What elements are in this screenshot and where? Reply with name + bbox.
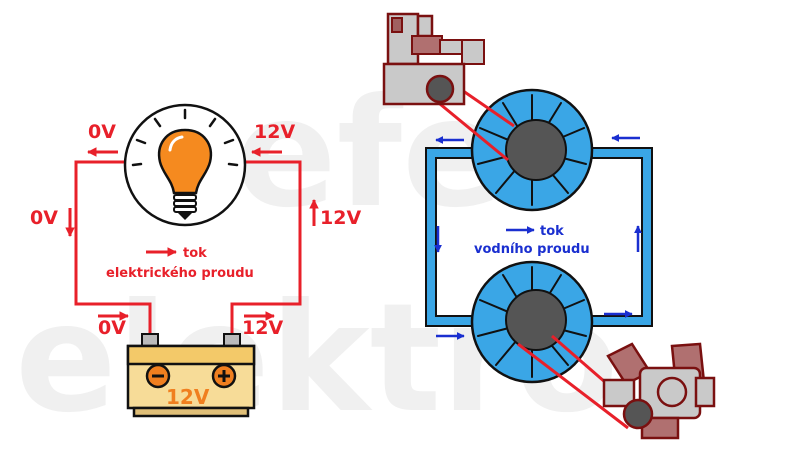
label-top-right-voltage: 12V — [254, 121, 295, 143]
battery-icon: 12V — [126, 333, 256, 418]
lower-turbine-icon — [470, 260, 594, 384]
electric-flow-label-line-2: elektrického proudu — [106, 266, 254, 281]
label-bottom-right-voltage: 12V — [242, 317, 283, 339]
water-circuit: tok vodního proudu — [382, 12, 716, 440]
electric-circuit: 0V 12V 0V 12V 0V 12V tok elektrického pr… — [30, 103, 361, 418]
label-bottom-left-voltage: 0V — [98, 317, 126, 339]
label-top-left-voltage: 0V — [88, 121, 116, 143]
battery-voltage-label: 12V — [166, 385, 210, 409]
upper-turbine-icon — [470, 88, 594, 212]
label-left-side-voltage: 0V — [30, 207, 58, 229]
water-flow-arrows — [433, 133, 643, 341]
electric-flow-label-line-1: tok — [183, 246, 207, 261]
electric-flow-arrows — [65, 147, 319, 321]
label-right-side-voltage: 12V — [320, 207, 361, 229]
milling-machine-icon — [382, 12, 485, 106]
water-flow-label-line-2: vodního proudu — [474, 242, 590, 257]
water-flow-label-line-1: tok — [540, 224, 564, 239]
electric-wires — [74, 160, 302, 338]
engine-icon — [602, 342, 716, 440]
light-bulb-icon — [123, 103, 247, 227]
